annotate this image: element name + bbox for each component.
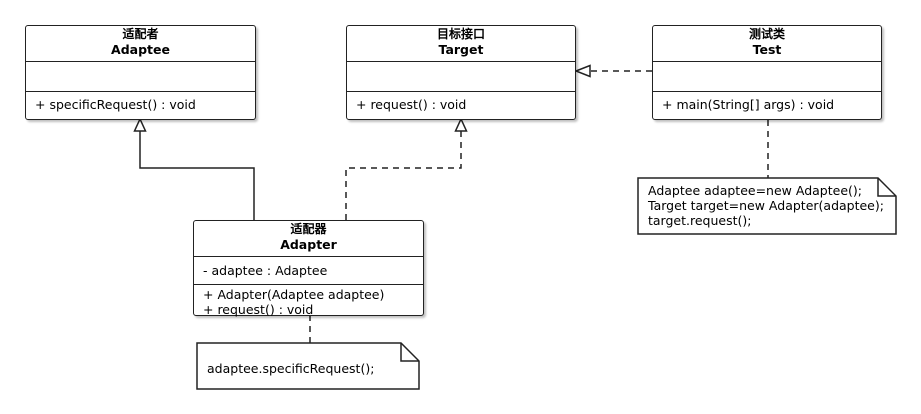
class-adapter[interactable]: 适配器 Adapter - adaptee : Adaptee + Adapte… [193, 220, 424, 317]
class-adaptee-attributes [26, 62, 255, 92]
class-adaptee-en-name: Adaptee [111, 42, 170, 57]
class-adapter-attributes: - adaptee : Adaptee [194, 257, 423, 285]
test-note[interactable]: Adaptee adaptee=new Adaptee(); Target ta… [637, 177, 897, 235]
class-adapter-header: 适配器 Adapter [194, 221, 423, 257]
note-line: Target target=new Adapter(adaptee); [648, 198, 884, 213]
class-target[interactable]: 目标接口 Target + request() : void [346, 25, 576, 120]
realization-line [345, 131, 462, 220]
class-target-cn-name: 目标接口 [436, 27, 485, 41]
operation: + specificRequest() : void [35, 97, 196, 112]
class-test-operations: + main(String[] args) : void [653, 92, 881, 112]
generalization-line [139, 131, 255, 220]
class-target-attributes [347, 62, 575, 92]
class-test[interactable]: 测试类 Test + main(String[] args) : void [652, 25, 882, 120]
note-line: adaptee.specificRequest(); [207, 361, 375, 376]
class-adapter-operations: + Adapter(Adaptee adaptee) + request() :… [194, 285, 423, 317]
note-line: Adaptee adaptee=new Adaptee(); [648, 183, 862, 198]
operation: + Adapter(Adaptee adaptee) [203, 287, 385, 302]
operation: + request() : void [356, 97, 467, 112]
note-shape [637, 177, 897, 235]
class-adaptee-operations: + specificRequest() : void [26, 92, 255, 112]
class-test-header: 测试类 Test [653, 26, 881, 62]
class-test-attributes [653, 62, 881, 92]
generalization-arrowhead [133, 117, 147, 132]
class-adapter-en-name: Adapter [280, 237, 337, 252]
class-test-cn-name: 测试类 [748, 27, 785, 41]
operation: + main(String[] args) : void [662, 97, 835, 112]
attribute: - adaptee : Adaptee [203, 263, 328, 278]
note-shape [196, 342, 420, 390]
operation: + request() : void [203, 302, 314, 317]
note-line: target.request(); [648, 213, 752, 228]
class-adaptee[interactable]: 适配者 Adaptee + specificRequest() : void [25, 25, 256, 120]
class-target-en-name: Target [438, 42, 484, 57]
class-adapter-cn-name: 适配器 [290, 222, 327, 236]
class-adaptee-cn-name: 适配者 [122, 27, 159, 41]
class-adaptee-header: 适配者 Adaptee [26, 26, 255, 62]
adapter-note[interactable]: adaptee.specificRequest(); [196, 342, 420, 390]
class-target-header: 目标接口 Target [347, 26, 575, 62]
realization-arrowhead [454, 117, 468, 132]
dependency-arrowhead [573, 64, 591, 78]
class-test-en-name: Test [752, 42, 782, 57]
class-target-operations: + request() : void [347, 92, 575, 112]
